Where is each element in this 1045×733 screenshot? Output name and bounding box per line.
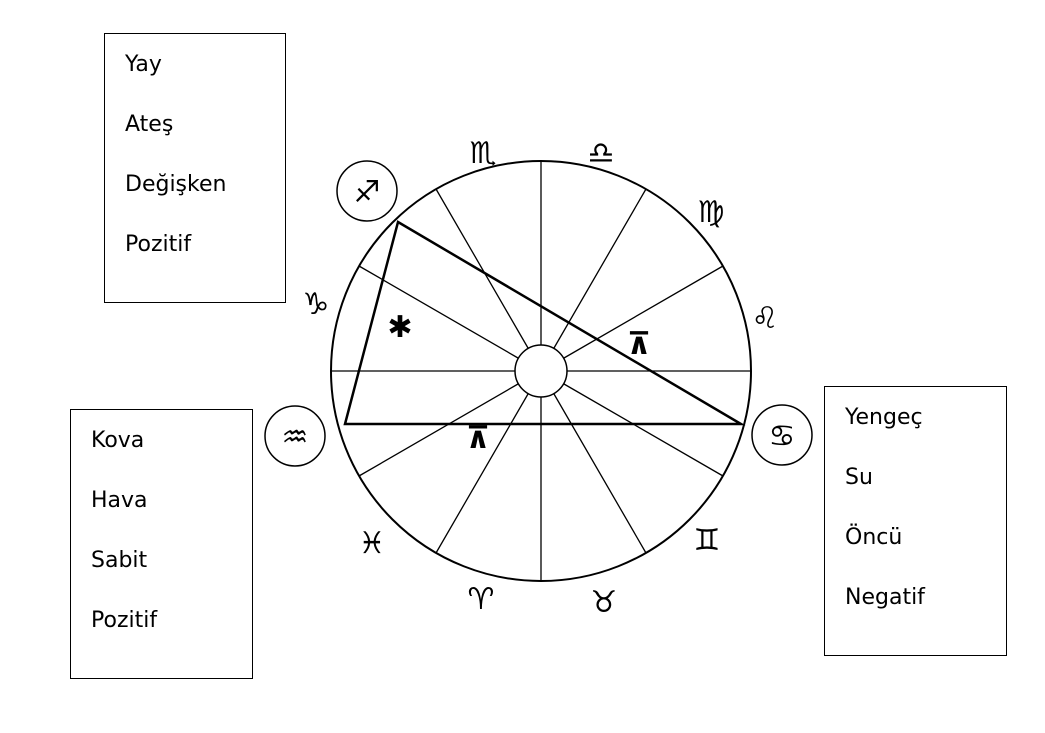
- inner-circle: [514, 344, 568, 398]
- element: Hava: [91, 488, 148, 513]
- aquarius-highlight-circle: [264, 405, 326, 467]
- sagittarius-highlight-circle: [336, 160, 398, 222]
- aquarius-info-box: Kova Hava Sabit Pozitif: [70, 409, 253, 679]
- capricorn-icon: ♑: [303, 287, 330, 322]
- cancer-icon: ♋: [769, 419, 796, 454]
- sign-name: Kova: [91, 428, 145, 453]
- sign-name: Yengeç: [845, 405, 923, 430]
- sagittarius-icon: ♐: [354, 175, 381, 210]
- sign-name: Yay: [125, 52, 162, 77]
- cancer-highlight-circle: [751, 404, 813, 466]
- libra-icon: ♎: [588, 136, 615, 171]
- aries-icon: ♈: [468, 582, 495, 617]
- polarity: Pozitif: [125, 232, 192, 257]
- polarity: Pozitif: [91, 608, 158, 633]
- pisces-icon: ♓: [359, 526, 386, 561]
- gemini-icon: ♊: [694, 523, 721, 558]
- cancer-info-box: Yengeç Su Öncü Negatif: [824, 386, 1007, 656]
- element: Ateş: [125, 112, 174, 137]
- aquarius-icon: ♒: [282, 420, 309, 455]
- element: Su: [845, 465, 873, 490]
- scorpio-icon: ♏: [470, 136, 497, 171]
- house-division-lines: [331, 161, 751, 581]
- sextile-aspect-icon: ✱: [387, 310, 412, 345]
- leo-icon: ♌: [752, 301, 779, 336]
- modality: Sabit: [91, 548, 148, 573]
- sagittarius-info-box: Yay Ateş Değişken Pozitif: [104, 33, 286, 303]
- quincunx-aspect-icon: ⊼: [627, 327, 651, 362]
- polarity: Negatif: [845, 585, 925, 610]
- virgo-icon: ♍: [698, 195, 725, 230]
- modality: Öncü: [845, 525, 903, 550]
- modality: Değişken: [125, 172, 227, 197]
- quincunx-aspect-icon: ⊼: [466, 421, 490, 456]
- aspect-triangle: [343, 220, 746, 426]
- taurus-icon: ♉: [591, 585, 618, 620]
